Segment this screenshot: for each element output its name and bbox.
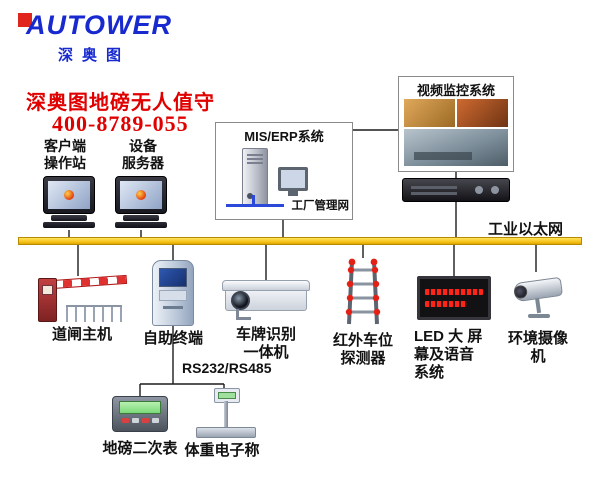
led-text-row bbox=[425, 289, 483, 295]
client-station-label: 客户端 操作站 bbox=[30, 138, 100, 172]
monitor-stand-icon bbox=[123, 215, 159, 221]
kiosk-label: 自助终端 bbox=[142, 330, 203, 347]
weighbridge-indicator-icon bbox=[112, 396, 168, 432]
lpr-camera-icon bbox=[222, 280, 310, 320]
indicator-button-icon bbox=[121, 418, 129, 423]
client-station-label-line2: 操作站 bbox=[44, 155, 86, 171]
serial-port-label: RS232/RS485 bbox=[182, 360, 272, 376]
mis-monitor-stand-icon bbox=[288, 191, 298, 196]
lpr-camera-label: 车牌识别 一体机 bbox=[224, 326, 308, 362]
network-stub-line bbox=[252, 195, 255, 204]
kiosk-screen-icon bbox=[159, 268, 187, 287]
barrier-rail-icon bbox=[66, 305, 122, 322]
monitor-icon bbox=[43, 176, 95, 214]
led-screen-label-line3: 系统 bbox=[414, 364, 445, 381]
camera-lens-icon bbox=[513, 284, 529, 300]
infrared-detector-label: 红外车位 探测器 bbox=[331, 332, 395, 368]
lpr-camera-label-line2: 一体机 bbox=[243, 344, 289, 361]
snapshot-image bbox=[404, 129, 508, 166]
device-server-label: 设备 服务器 bbox=[108, 138, 178, 172]
logo-mark-icon bbox=[18, 13, 32, 27]
electronic-scale-icon bbox=[196, 388, 256, 438]
infrared-detector-icon bbox=[345, 258, 381, 325]
barrier-gate-icon bbox=[36, 274, 128, 322]
autower-logo: AUTOWER 深奥图 bbox=[18, 10, 188, 65]
electronic-scale-label: 体重电子称 bbox=[184, 442, 260, 459]
camera-base-icon bbox=[528, 314, 550, 318]
client-computer-icon bbox=[40, 176, 98, 230]
indicator-button-icon bbox=[151, 418, 159, 423]
barrier-post-icon bbox=[38, 278, 57, 322]
led-screen-label-line2: 幕及语音 bbox=[414, 346, 475, 363]
lpr-camera-label-line1: 车牌识别 bbox=[235, 326, 296, 343]
infrared-detector-label-line1: 红外车位 bbox=[332, 332, 393, 349]
indicator-button-icon bbox=[131, 418, 139, 423]
camera-body-icon bbox=[512, 276, 564, 303]
ethernet-bus bbox=[18, 237, 582, 245]
video-surveillance-box: 视频监控系统 bbox=[398, 76, 514, 172]
dvr-recorder-icon bbox=[402, 178, 510, 202]
keyboard-icon bbox=[115, 222, 167, 228]
brand-subtitle: 深奥图 bbox=[58, 47, 131, 64]
lpr-mount-icon bbox=[236, 309, 251, 320]
environment-camera-icon bbox=[504, 272, 572, 320]
client-station-label-line1: 客户端 bbox=[44, 138, 86, 154]
device-server-label-line1: 设备 bbox=[129, 138, 157, 154]
surveillance-snapshots bbox=[404, 99, 508, 166]
snapshot-image bbox=[404, 99, 455, 127]
indicator-buttons bbox=[119, 418, 161, 423]
led-screen-icon bbox=[417, 276, 491, 320]
kiosk-keypad-icon bbox=[159, 290, 187, 301]
device-server-label-line2: 服务器 bbox=[122, 155, 164, 171]
scale-display-icon bbox=[214, 388, 240, 403]
video-surveillance-title: 视频监控系统 bbox=[416, 83, 495, 98]
weighbridge-indicator-label: 地磅二次表 bbox=[102, 440, 178, 457]
page-title: 深奥图地磅无人值守 bbox=[26, 92, 215, 114]
led-screen-label-line1: LED 大 屏 bbox=[414, 328, 483, 345]
mis-monitor-icon bbox=[278, 167, 308, 191]
lpr-lens-icon bbox=[231, 291, 250, 310]
brand-name: AUTOWER bbox=[26, 10, 172, 40]
kiosk-icon bbox=[152, 260, 194, 326]
kiosk-slot-icon bbox=[163, 306, 183, 309]
phone-number: 400-8789-055 bbox=[52, 111, 189, 136]
environment-camera-label: 环境摄像 机 bbox=[505, 330, 571, 366]
scale-platform-icon bbox=[196, 427, 256, 438]
snapshot-image bbox=[457, 99, 508, 127]
mis-erp-box: MIS/ERP系统 工厂管理网 bbox=[215, 122, 353, 220]
screen-icon bbox=[120, 181, 162, 209]
barrier-arm-icon bbox=[52, 274, 128, 289]
led-text-row bbox=[425, 301, 467, 307]
infrared-detector-label-line2: 探测器 bbox=[340, 350, 386, 367]
indicator-display-icon bbox=[119, 401, 161, 414]
monitor-icon bbox=[115, 176, 167, 214]
keyboard-icon bbox=[43, 222, 95, 228]
screen-icon bbox=[48, 181, 90, 209]
environment-camera-label-line1: 环境摄像 bbox=[507, 330, 568, 347]
led-screen-label: LED 大 屏 幕及语音 系统 bbox=[414, 328, 498, 382]
barrier-gate-label: 道闸主机 bbox=[51, 326, 112, 343]
monitor-stand-icon bbox=[51, 215, 87, 221]
server-computer-icon bbox=[112, 176, 170, 230]
factory-network-label: 工厂管理网 bbox=[291, 200, 350, 212]
environment-camera-label-line2: 机 bbox=[530, 348, 546, 365]
scale-pole-icon bbox=[224, 401, 228, 429]
network-line bbox=[226, 204, 284, 207]
indicator-button-icon bbox=[141, 418, 149, 423]
mis-erp-title: MIS/ERP系统 bbox=[244, 129, 324, 144]
ethernet-bus-label: 工业以太网 bbox=[488, 221, 564, 238]
server-tower-icon bbox=[242, 148, 268, 206]
lpr-hood-icon bbox=[222, 280, 310, 291]
